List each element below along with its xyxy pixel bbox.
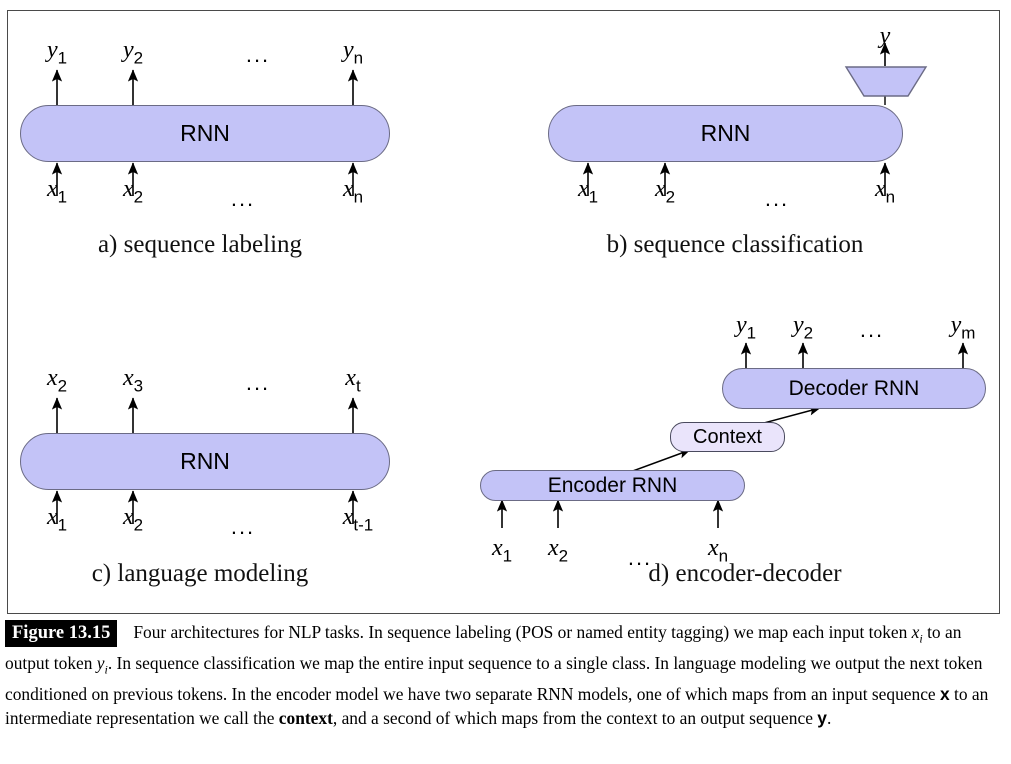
panel-d-encoder-box[interactable]: Encoder RNN: [480, 470, 745, 501]
panel-a-output-yn: yn: [342, 37, 364, 68]
panel-b-classifier-trapezoid[interactable]: [844, 65, 928, 98]
panel-d-context-label: Context: [693, 425, 762, 448]
caption-var-xi: xi: [911, 622, 923, 646]
panel-b-rnn-box[interactable]: RNN: [548, 105, 903, 162]
panel-c-input-x1: x1: [46, 504, 68, 535]
panel-b-input-ellipsis: ...: [764, 186, 790, 211]
caption-bold-context: context: [278, 707, 333, 728]
panel-a-input-x1: x1: [46, 176, 68, 207]
panel-a-caption: a) sequence labeling: [97, 231, 303, 258]
panel-a-rnn-box[interactable]: RNN: [20, 105, 390, 162]
panel-c-input-x2: x2: [122, 504, 144, 535]
panel-a-input-ellipsis: ...: [230, 186, 256, 211]
caption-part-1: Four architectures for NLP tasks. In seq…: [133, 622, 912, 642]
caption-bold-x: x: [939, 683, 950, 704]
panel-d-context-box[interactable]: Context: [670, 422, 785, 452]
panel-a-output-y1: y1: [46, 37, 68, 68]
panel-c-caption: c) language modeling: [91, 560, 309, 587]
caption-part-3: . In sequence classification we map the …: [5, 652, 983, 704]
caption-var-yi: yi: [96, 652, 108, 677]
panel-c-output-ellipsis: ...: [245, 370, 271, 395]
figure-number-badge: Figure 13.15: [5, 620, 118, 648]
panel-c-output-x3: x3: [122, 365, 144, 396]
panel-d-output-ym: ym: [950, 312, 976, 343]
panel-c-output-x2: x2: [46, 365, 68, 396]
caption-part-2: to an output token: [5, 622, 962, 673]
figure-frame: [7, 10, 1000, 614]
panel-a-output-y2: y2: [122, 37, 144, 68]
figure-caption: Figure 13.15 Four architectures for NLP t…: [5, 620, 1005, 730]
panel-d-output-y1: y1: [735, 312, 757, 343]
panel-c-rnn-box[interactable]: RNN: [20, 433, 390, 490]
caption-part-5: , and a second of which maps from the co…: [332, 707, 818, 728]
panel-d-input-x2: x2: [547, 535, 569, 566]
panel-c-input-ellipsis: ...: [230, 514, 256, 539]
panel-d-caption: d) encoder-decoder: [648, 560, 842, 587]
panel-a-input-xn: xn: [342, 176, 364, 207]
panel-b-caption: b) sequence classification: [606, 231, 864, 258]
panel-a-output-ellipsis: ...: [245, 42, 271, 67]
panel-a-rnn-label: RNN: [180, 120, 230, 146]
panel-b-input-x1: x1: [577, 176, 599, 207]
panel-d-output-ellipsis: ...: [859, 317, 885, 342]
panel-b-input-x2: x2: [654, 176, 676, 207]
panel-d-input-ellipsis: ...: [627, 545, 653, 570]
panel-d-encoder-label: Encoder RNN: [547, 473, 678, 497]
panel-c-rnn-label: RNN: [180, 448, 230, 474]
panel-d-input-x1: x1: [491, 535, 513, 566]
panel-d-output-y2: y2: [792, 312, 814, 343]
panel-a-input-x2: x2: [122, 176, 144, 207]
caption-bold-y: y: [817, 707, 827, 728]
panel-d-input-xn: xn: [707, 535, 729, 566]
panel-b-rnn-label: RNN: [700, 120, 751, 146]
panel-d-decoder-label: Decoder RNN: [788, 376, 920, 400]
panel-d-decoder-box[interactable]: Decoder RNN: [722, 368, 986, 409]
panel-c-input-xt1: xt-1: [342, 504, 374, 535]
panel-b-output-y: y: [879, 23, 891, 49]
panel-b-input-xn: xn: [874, 176, 896, 207]
caption-part-4: to an intermediate representation we cal…: [5, 683, 989, 728]
caption-part-6: .: [826, 707, 832, 728]
panel-c-output-xt: xt: [345, 365, 361, 396]
